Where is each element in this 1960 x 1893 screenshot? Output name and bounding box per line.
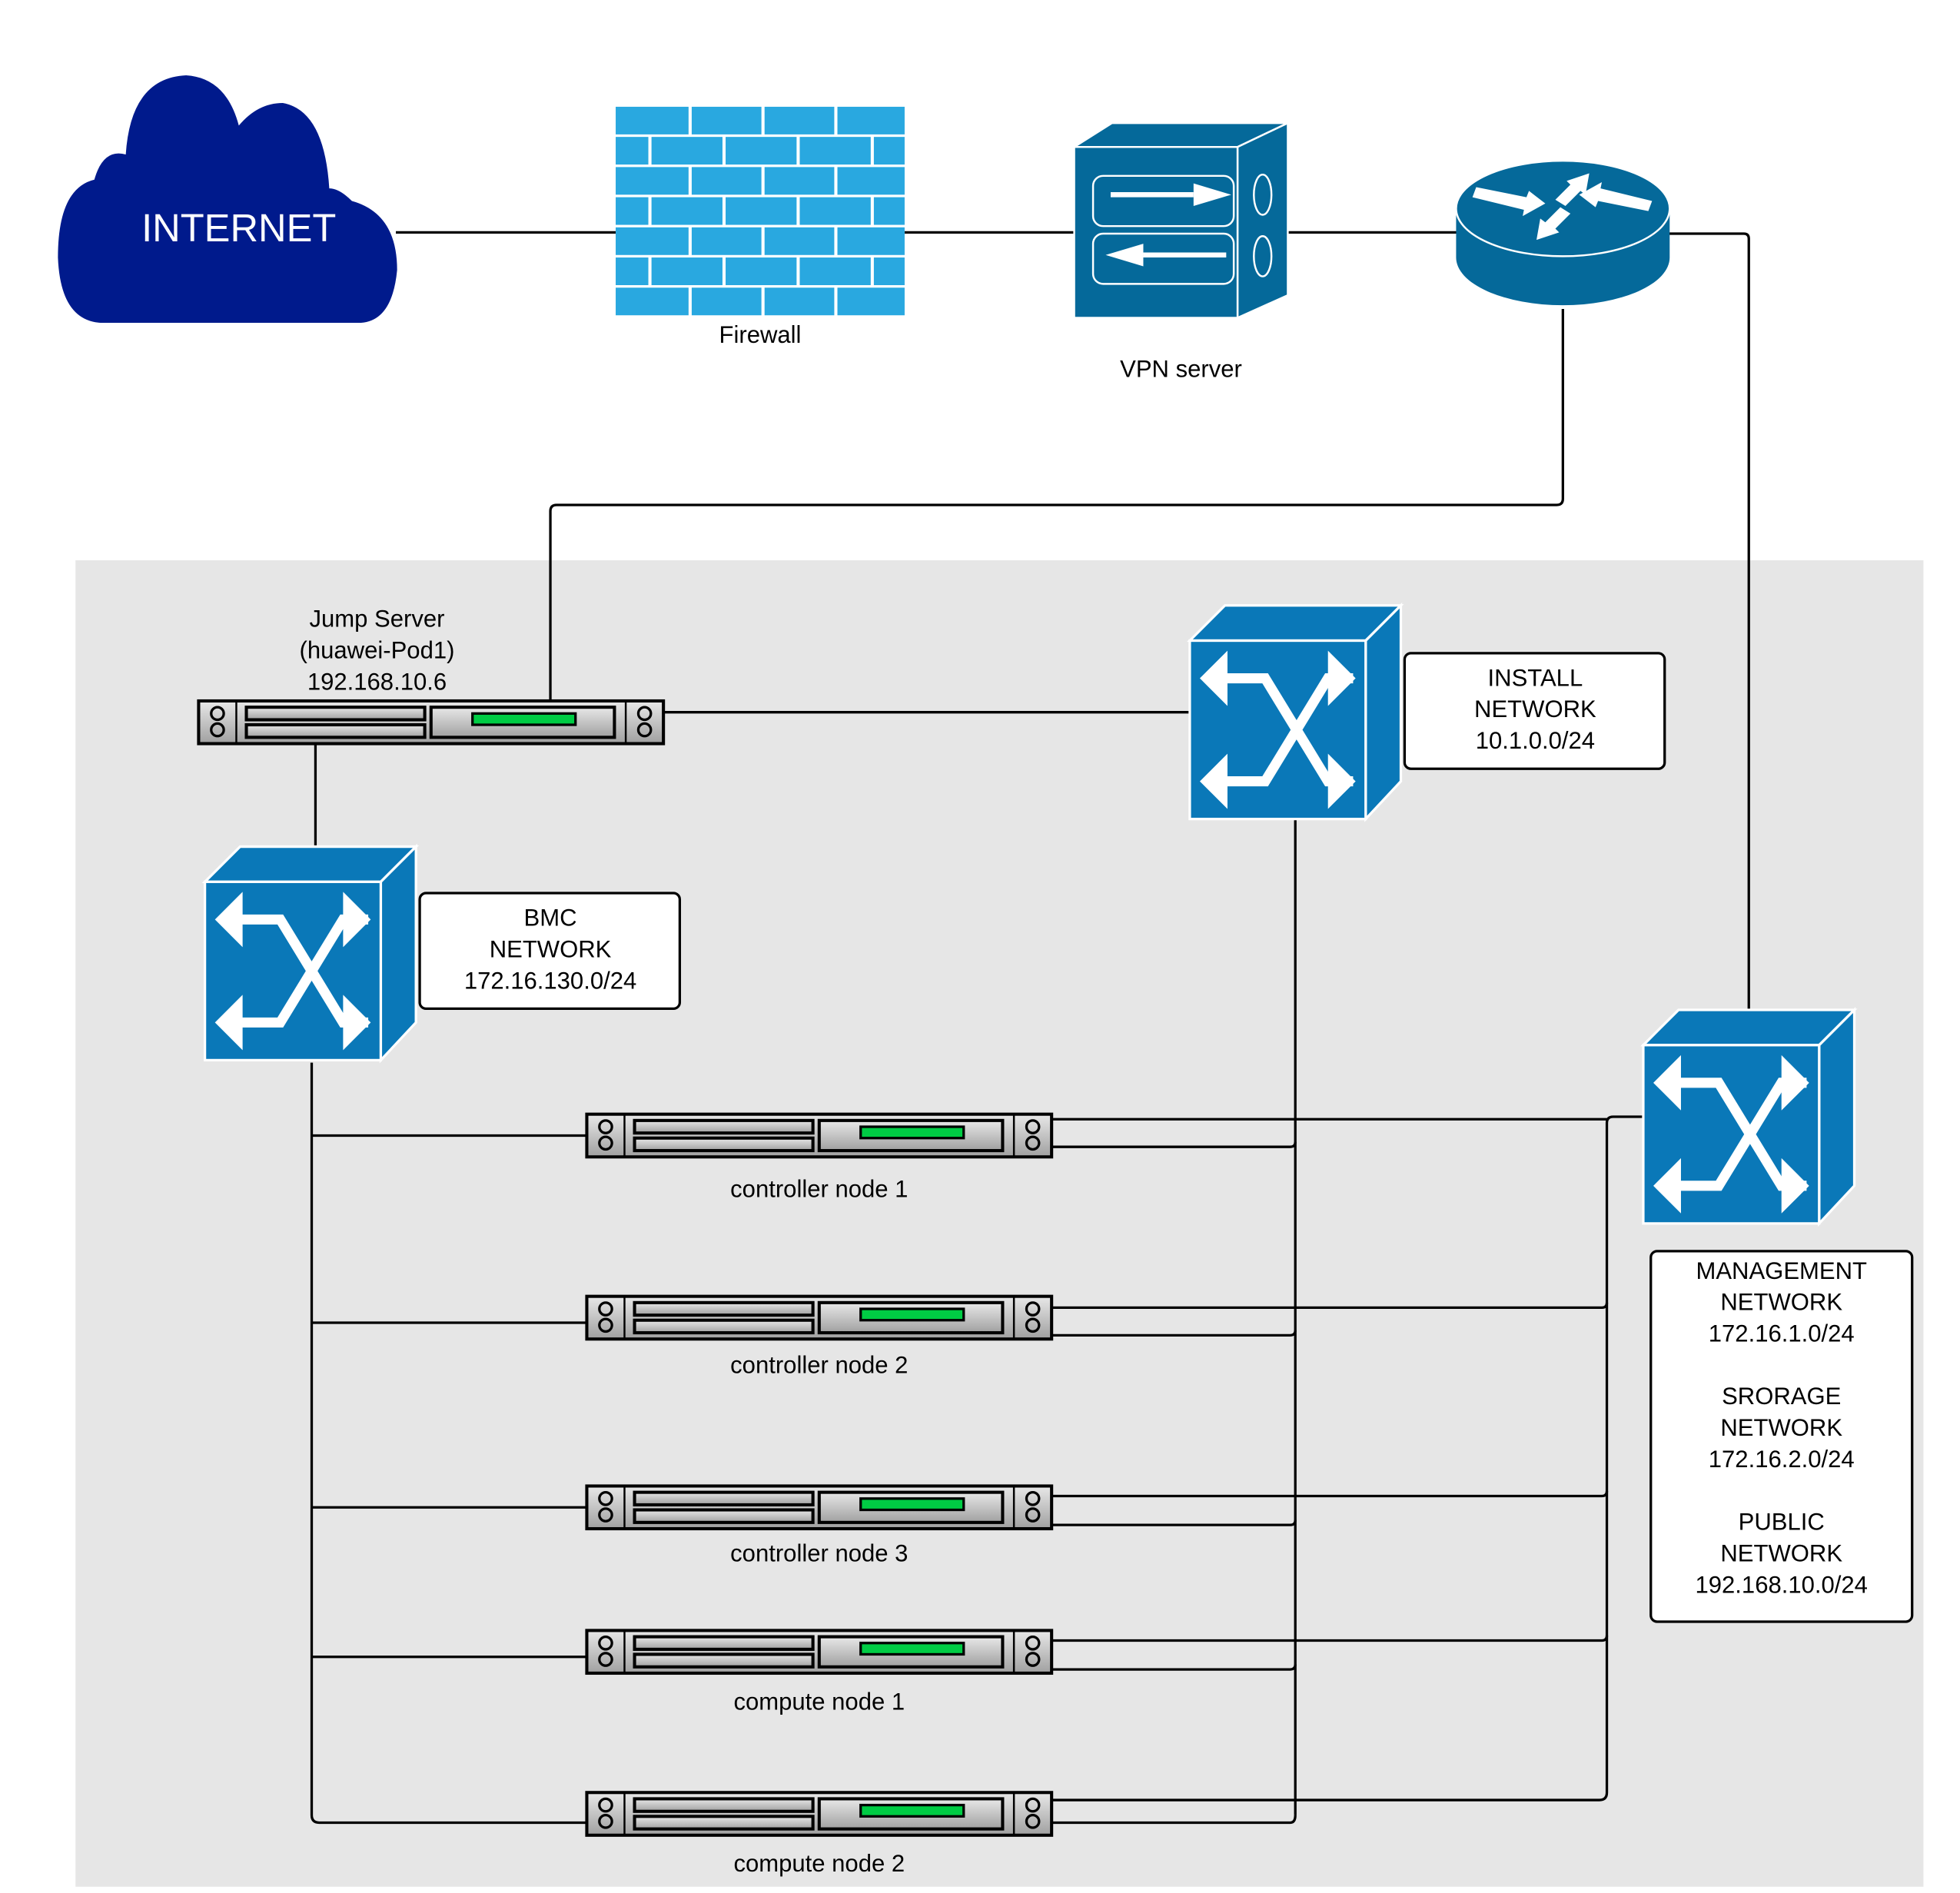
- firewall-brick: [616, 167, 689, 195]
- firewall-brick: [726, 197, 797, 225]
- firewall-brick: [799, 197, 871, 225]
- firewall-brick: [616, 106, 689, 135]
- node-controller-1: controller node 1: [586, 1114, 1051, 1203]
- cloud-icon: [58, 75, 397, 324]
- firewall-brick: [651, 197, 723, 225]
- vpn-server-label: VPN server: [1120, 355, 1242, 382]
- combined-network-line: NETWORK: [1720, 1540, 1842, 1567]
- node-controller-3: controller node 3: [586, 1486, 1051, 1567]
- firewall-brick: [616, 257, 649, 286]
- firewall-brick: [616, 197, 649, 225]
- vpn-server-icon: [1071, 121, 1289, 320]
- firewall-brick: [873, 137, 905, 165]
- install-network-line: NETWORK: [1474, 696, 1596, 722]
- nodes: controller node 1 controller node 2 cont…: [586, 1114, 1051, 1877]
- combined-network-line: 192.168.10.0/24: [1696, 1571, 1868, 1598]
- firewall-brick: [691, 287, 762, 316]
- firewall-brick: [764, 106, 835, 135]
- bmc-network-line: BMC: [524, 905, 577, 932]
- vpn-server: VPN server: [1071, 121, 1289, 382]
- firewall-brick: [837, 287, 905, 316]
- combined-network-line: 172.16.2.0/24: [1709, 1446, 1855, 1473]
- firewall-brick: [799, 137, 871, 165]
- node-compute-1: compute node 1: [586, 1630, 1051, 1715]
- firewall-icon: [616, 106, 905, 316]
- switch-icon: [1643, 1010, 1855, 1224]
- combined-network-line: MANAGEMENT: [1696, 1257, 1867, 1284]
- firewall-brick: [726, 257, 797, 286]
- node-controller-2: controller node 2: [586, 1297, 1051, 1378]
- bmc-network-box: [418, 892, 682, 1011]
- internet-cloud: INTERNET: [58, 75, 397, 324]
- combined-network-line: 172.16.1.0/24: [1709, 1320, 1855, 1347]
- install-switch: INSTALL NETWORK 10.1.0.0/24: [1190, 606, 1666, 819]
- firewall-brick: [837, 167, 905, 195]
- node-label: compute node 1: [733, 1688, 905, 1715]
- firewall-brick: [616, 227, 689, 255]
- firewall-brick: [873, 197, 905, 225]
- router: [1455, 159, 1671, 306]
- jump-server-host: (huawei-Pod1): [300, 636, 455, 663]
- firewall-brick: [651, 257, 723, 286]
- firewall-brick: [764, 227, 835, 255]
- node-label: compute node 2: [733, 1850, 905, 1877]
- switch-icon: [205, 847, 417, 1061]
- firewall-brick: [691, 227, 762, 255]
- internet-label: INTERNET: [141, 206, 336, 250]
- bmc-network-line: NETWORK: [490, 935, 612, 962]
- firewall-brick: [837, 227, 905, 255]
- connection-lines: [310, 231, 1750, 1825]
- bmc-network-line: 172.16.130.0/24: [464, 967, 636, 994]
- install-network-line: INSTALL: [1488, 664, 1583, 691]
- firewall-label: Firewall: [719, 321, 802, 348]
- server-icon: [586, 1486, 1051, 1529]
- node-label: controller node 2: [730, 1351, 908, 1378]
- firewall-brick: [691, 167, 762, 195]
- management-network-box: [1649, 1250, 1914, 1623]
- combined-network-line: SRORAGE: [1722, 1383, 1841, 1410]
- firewall-brick: [799, 257, 871, 286]
- server-icon: [586, 1792, 1051, 1835]
- server-icon: [198, 701, 663, 744]
- firewall: Firewall: [616, 106, 905, 348]
- node-label: controller node 1: [730, 1176, 908, 1203]
- jump-server-name: Jump Server: [310, 606, 445, 633]
- firewall-brick: [837, 106, 905, 135]
- server-icon: [586, 1114, 1051, 1157]
- router-icon: [1455, 159, 1671, 306]
- install-network-box: [1403, 652, 1666, 770]
- node-label: controller node 3: [730, 1540, 908, 1567]
- jump-server-ip: 192.168.10.6: [307, 668, 447, 695]
- firewall-brick: [873, 257, 905, 286]
- combined-network-line: PUBLIC: [1739, 1509, 1825, 1536]
- firewall-brick: [726, 137, 797, 165]
- firewall-brick: [616, 287, 689, 316]
- firewall-brick: [651, 137, 723, 165]
- firewall-brick: [764, 287, 835, 316]
- bmc-switch: BMC NETWORK 172.16.130.0/24: [205, 847, 682, 1061]
- switch-icon: [1190, 606, 1401, 819]
- firewall-brick: [764, 167, 835, 195]
- firewall-brick: [691, 106, 762, 135]
- server-icon: [586, 1630, 1051, 1673]
- install-network-line: 10.1.0.0/24: [1476, 727, 1595, 754]
- jump-server: Jump Server (huawei-Pod1) 192.168.10.6: [198, 606, 663, 744]
- node-compute-2: compute node 2: [586, 1792, 1051, 1877]
- server-icon: [586, 1297, 1051, 1340]
- combined-network-line: NETWORK: [1720, 1289, 1842, 1316]
- firewall-brick: [616, 137, 649, 165]
- combined-network-line: NETWORK: [1720, 1414, 1842, 1441]
